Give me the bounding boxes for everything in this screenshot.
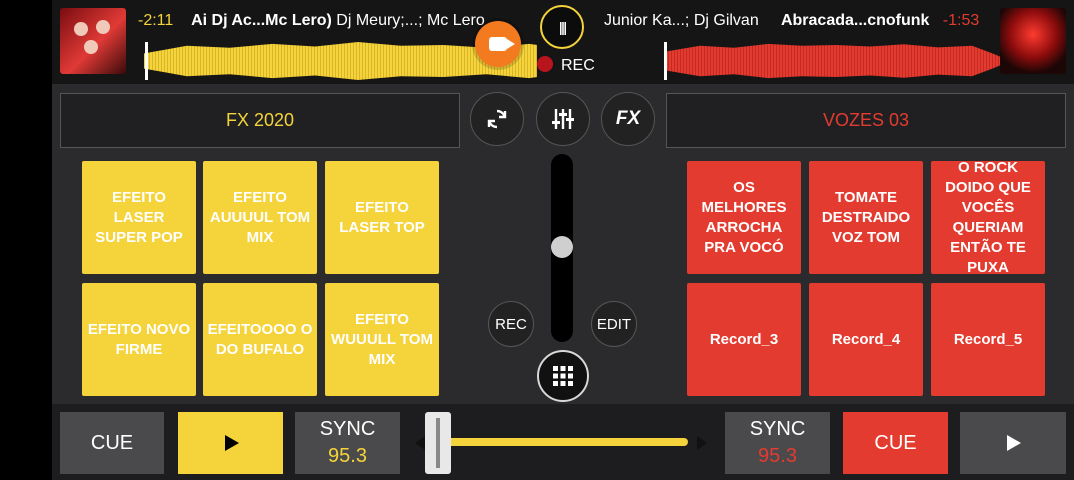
deck-a-header: -2:11 Ai Dj Ac...Mc Lero) Dj Meury;...; …: [52, 0, 572, 84]
deck-b-cue-button[interactable]: CUE: [843, 412, 948, 474]
grid-icon: [553, 366, 573, 386]
pad-grid-button[interactable]: [537, 350, 589, 402]
deck-a-cue-button[interactable]: CUE: [60, 412, 164, 474]
pad-left-3[interactable]: EFEITO LASER TOP: [325, 161, 439, 274]
deck-a-sync-label: SYNC: [319, 418, 376, 440]
dj-app: -2:11 Ai Dj Ac...Mc Lero) Dj Meury;...; …: [52, 0, 1074, 480]
deck-b-fx-name: VOZES 03: [822, 110, 910, 130]
pad-right-5[interactable]: Record_4: [809, 283, 923, 396]
deck-a-artist: Dj Meury;...; Mc Lero: [336, 12, 485, 29]
pad-left-6[interactable]: EFEITO WUUULL TOM MIX: [325, 283, 439, 396]
fx-button[interactable]: FX: [601, 92, 655, 146]
deck-b-cue-label: CUE: [874, 431, 917, 454]
rec-status-label: REC: [561, 57, 595, 74]
deck-b-header: Junior Ka...; Dj Gilvan Abracada...cnofu…: [604, 0, 1074, 84]
crossfader-knob[interactable]: [425, 412, 451, 474]
deck-a-time: -2:11: [138, 12, 174, 29]
deck-a-fx-selector[interactable]: FX 2020: [60, 93, 460, 148]
deck-b-sync-button[interactable]: SYNC 95.3: [725, 412, 830, 474]
crossfader-left-arrow-icon: [415, 436, 425, 450]
rec-dot-icon: [537, 56, 553, 72]
equalizer-icon: [552, 109, 574, 129]
crossfader-track[interactable]: [426, 438, 688, 446]
video-camera-icon: [489, 37, 515, 51]
pad-right-4[interactable]: Record_3: [687, 283, 801, 396]
left-black-bar: [0, 0, 52, 480]
play-icon: [224, 435, 239, 451]
rec-sampler-label: REC: [495, 315, 527, 333]
pad-left-4[interactable]: EFEITO NOVO FIRME: [82, 283, 196, 396]
center-header: |||| REC: [537, 0, 610, 84]
crossfader-right-arrow-icon: [697, 436, 707, 450]
deck-b-playhead: [664, 42, 667, 80]
screen-record-button[interactable]: [475, 21, 521, 67]
pad-left-1[interactable]: EFEITO LASER SUPER POP: [82, 161, 196, 274]
pitch-fader-knob[interactable]: [551, 236, 573, 258]
deck-a-info: -2:11 Ai Dj Ac...Mc Lero) Dj Meury;...; …: [138, 12, 485, 30]
deck-b-artist: Junior Ka...; Dj Gilvan: [604, 12, 759, 29]
fx-button-label: FX: [615, 108, 641, 129]
deck-a-play-button[interactable]: [178, 412, 283, 474]
deck-b-play-button[interactable]: [960, 412, 1066, 474]
deck-b-bpm: 95.3: [758, 445, 797, 467]
vinyl-icon[interactable]: ||||: [540, 5, 584, 49]
deck-a-cover-art[interactable]: [60, 8, 126, 74]
deck-b-info: Junior Ka...; Dj Gilvan Abracada...cnofu…: [604, 12, 979, 30]
deck-a-title: Ai Dj Ac...Mc Lero): [191, 12, 332, 29]
deck-b-time: -1:53: [942, 12, 980, 29]
rec-sampler-button[interactable]: REC: [488, 301, 534, 347]
pad-right-2[interactable]: TOMATE DESTRAIDO VOZ TOM: [809, 161, 923, 274]
refresh-icon: [487, 109, 507, 129]
pad-right-3[interactable]: O ROCK DOIDO QUE VOCÊS QUERIAM ENTÃO TE …: [931, 159, 1045, 276]
pad-right-6[interactable]: Record_5: [931, 283, 1045, 396]
play-icon: [1007, 435, 1021, 451]
deck-b-cover-art[interactable]: [1000, 8, 1066, 74]
mixer-button[interactable]: [536, 92, 590, 146]
pad-left-2[interactable]: EFEITO AUUUUL TOM MIX: [203, 161, 317, 274]
edit-button-label: EDIT: [596, 315, 632, 333]
pad-left-5[interactable]: EFEITOOOO O DO BUFALO: [203, 283, 317, 396]
deck-a-playhead: [145, 42, 148, 80]
deck-a-cue-label: CUE: [90, 431, 134, 454]
deck-b-waveform[interactable]: [666, 43, 1006, 79]
deck-b-fx-selector[interactable]: VOZES 03: [666, 93, 1066, 148]
deck-a-sync-button[interactable]: SYNC 95.3: [295, 412, 400, 474]
deck-b-sync-label: SYNC: [749, 418, 806, 440]
sync-loop-button[interactable]: [470, 92, 524, 146]
edit-button[interactable]: EDIT: [591, 301, 637, 347]
pad-right-1[interactable]: OS MELHORES ARROCHA PRA VOCÓ: [687, 161, 801, 274]
deck-b-title: Abracada...cnofunk: [780, 12, 930, 29]
deck-a-bpm: 95.3: [328, 445, 367, 467]
deck-a-fx-name: FX 2020: [225, 110, 295, 130]
